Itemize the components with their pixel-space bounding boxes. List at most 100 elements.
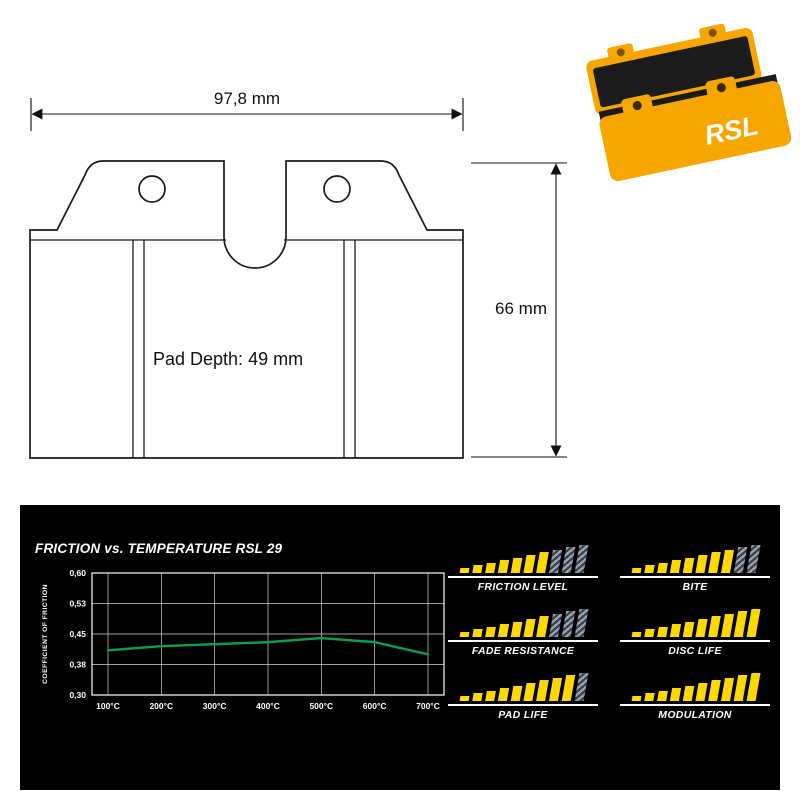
rating-friction-level: FRICTION LEVEL	[448, 539, 598, 593]
x-tick: 400°C	[256, 701, 280, 711]
rating-bar	[644, 565, 655, 573]
pad-depth-label: Pad Depth: 49 mm	[153, 349, 303, 369]
rating-bar	[657, 690, 668, 701]
rating-underline	[448, 576, 598, 578]
rating-bar	[459, 696, 470, 701]
rating-bar	[472, 693, 483, 701]
front-pad-hole	[716, 83, 726, 93]
rating-label: DISC LIFE	[668, 645, 722, 657]
x-tick: 500°C	[309, 701, 333, 711]
rating-bars	[448, 539, 598, 573]
rating-bar	[523, 619, 536, 637]
rating-bar	[459, 568, 470, 573]
back-pad-hole	[708, 28, 717, 37]
rating-fade-resistance: FADE RESISTANCE	[448, 603, 598, 657]
rating-bars	[620, 603, 770, 637]
rating-bar	[561, 611, 576, 637]
mounting-hole-right	[323, 175, 351, 203]
rating-bar	[644, 693, 655, 701]
rating-bar	[497, 560, 510, 573]
rating-bar	[485, 690, 496, 701]
rating-bar	[669, 688, 682, 701]
rating-bar	[746, 672, 761, 701]
rating-label: PAD LIFE	[498, 709, 548, 721]
rating-bar	[657, 562, 668, 573]
rating-bar	[472, 565, 483, 573]
rating-bar	[574, 672, 589, 701]
y-tick: 0,30	[69, 690, 86, 700]
rating-underline	[620, 640, 770, 642]
rating-bars	[448, 667, 598, 701]
rating-bar	[631, 696, 642, 701]
rating-label: BITE	[682, 581, 708, 593]
rating-bar	[708, 552, 721, 573]
rating-bar	[708, 616, 721, 637]
rating-bar	[510, 621, 523, 637]
x-tick: 600°C	[363, 701, 387, 711]
rating-bar	[459, 632, 470, 637]
y-tick: 0,45	[69, 629, 86, 639]
rating-bar	[548, 549, 563, 573]
rating-bar	[536, 680, 549, 701]
rating-bar	[523, 683, 536, 701]
rating-bar	[561, 547, 576, 573]
width-dimension	[30, 98, 464, 131]
rating-bar	[561, 675, 576, 701]
rating-bar	[669, 624, 682, 637]
rating-underline	[620, 576, 770, 578]
rating-bite: BITE	[620, 539, 770, 593]
rating-bar	[536, 552, 549, 573]
rating-label: FRICTION LEVEL	[477, 581, 569, 593]
rating-bar	[631, 568, 642, 573]
back-pad-friction-surface	[593, 36, 755, 108]
performance-panel: FRICTION vs. TEMPERATURE RSL 29 0,60 0,53…	[20, 505, 780, 790]
rating-bar	[644, 629, 655, 637]
friction-curve	[106, 636, 430, 656]
rating-bar	[548, 677, 563, 701]
rating-bar	[510, 685, 523, 701]
rating-label: MODULATION	[658, 709, 732, 721]
chart-title: FRICTION vs. TEMPERATURE RSL 29	[35, 541, 283, 556]
pad-outline	[29, 160, 464, 459]
rating-bar	[720, 613, 735, 637]
rating-bar	[695, 555, 708, 573]
height-dimension-label: 66 mm	[495, 299, 547, 318]
rating-underline	[448, 640, 598, 642]
product-front-pad: RSL	[598, 74, 792, 182]
rating-label: FADE RESISTANCE	[471, 645, 575, 657]
rating-bar	[720, 549, 735, 573]
front-pad-hole	[632, 101, 642, 111]
friction-material-lines	[30, 239, 463, 458]
y-tick: 0,38	[69, 660, 86, 670]
mounting-hole-left	[138, 175, 166, 203]
rating-bar	[485, 562, 496, 573]
rating-bar	[485, 626, 496, 637]
x-tick: 100°C	[96, 701, 120, 711]
rating-bar	[695, 619, 708, 637]
rating-bars	[620, 667, 770, 701]
rating-bar	[574, 544, 589, 573]
rating-underline	[620, 704, 770, 706]
ratings-grid: FRICTION LEVEL BITE FADE RESISTANCE DISC LI…	[448, 539, 770, 721]
rating-modulation: MODULATION	[620, 667, 770, 721]
rating-bar	[497, 624, 510, 637]
rating-bar	[733, 547, 748, 573]
rating-underline	[448, 704, 598, 706]
y-tick: 0,60	[69, 568, 86, 578]
rating-bar	[523, 555, 536, 573]
rating-bar	[708, 680, 721, 701]
rating-bar	[746, 608, 761, 637]
x-tick: 300°C	[203, 701, 227, 711]
back-pad-hole	[616, 48, 625, 57]
rating-bar	[733, 611, 748, 637]
rating-bar	[746, 544, 761, 573]
rating-bar	[536, 616, 549, 637]
rating-bar	[497, 688, 510, 701]
x-tick: 700°C	[416, 701, 440, 711]
rating-bar	[472, 629, 483, 637]
product-photo: RSL	[586, 23, 792, 182]
y-tick: 0,53	[69, 599, 86, 609]
rating-bar	[548, 613, 563, 637]
rating-bars	[448, 603, 598, 637]
